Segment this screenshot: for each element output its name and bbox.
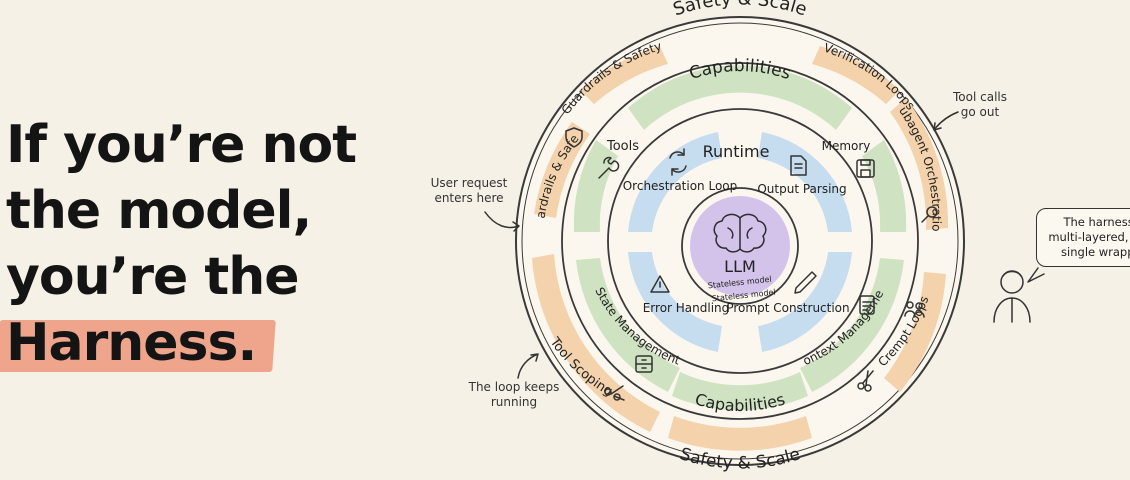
speech-bubble: The harness is multi-layered, not a sing…	[1036, 208, 1130, 267]
person-icon	[993, 270, 1031, 323]
scissors-icon-left	[604, 385, 625, 401]
annotation-loop: The loop keeps running	[468, 380, 560, 409]
scissors-icon	[857, 370, 874, 392]
headline-harness: Harness.	[6, 310, 257, 376]
search-icon	[921, 206, 938, 223]
headline-line-3: you’re the	[6, 247, 300, 307]
arrow-user-request	[484, 211, 520, 232]
arrow-loop	[517, 353, 539, 379]
inner-output: Output Parsing	[757, 182, 846, 196]
middle-tools: Tools	[606, 139, 639, 154]
floppy-icon	[856, 159, 875, 178]
core-label: LLM	[724, 257, 756, 276]
warning-icon	[650, 275, 670, 293]
inner-segments	[628, 132, 852, 352]
pencil-icon	[794, 271, 817, 294]
brain-icon	[713, 213, 767, 253]
users-icon	[904, 301, 925, 318]
inner-error: Error Handling	[643, 301, 730, 315]
inner-prompt: Prompt Construction	[726, 301, 849, 315]
inner-title: Runtime	[703, 142, 770, 161]
arrow-tool-calls	[933, 111, 959, 131]
middle-memory: Memory	[822, 139, 871, 153]
annotation-user-request: User request enters here	[430, 176, 508, 205]
wrench-icon	[598, 156, 620, 179]
headline-line-2: the model,	[6, 181, 312, 241]
clipboard-icon	[859, 295, 875, 315]
bubble-tail	[1027, 267, 1045, 283]
document-icon	[790, 155, 807, 176]
headline: If you’re not the model, you’re the Harn…	[6, 112, 357, 376]
shield-icon	[565, 127, 583, 148]
headline-line-1: If you’re not	[6, 115, 357, 175]
cabinet-icon	[635, 355, 653, 373]
refresh-icon	[669, 148, 687, 176]
inner-orchestration: Orchestration Loop	[623, 179, 738, 193]
middle-segments	[573, 65, 907, 411]
annotation-tool-calls: Tool calls go out	[953, 90, 1007, 119]
